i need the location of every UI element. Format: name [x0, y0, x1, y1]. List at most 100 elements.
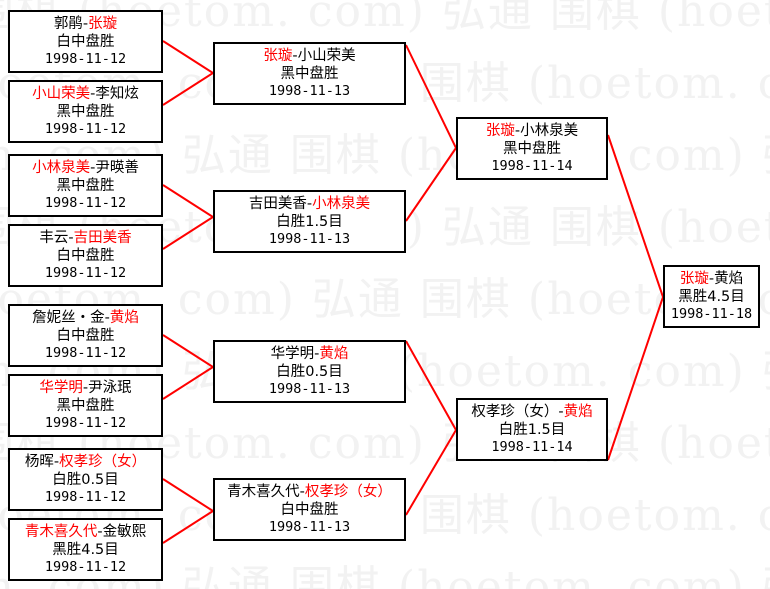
player-separator: -: [82, 15, 89, 32]
player-right: 小林泉美: [520, 122, 579, 139]
match-date: 1998-11-13: [268, 519, 351, 536]
player-separator: -: [306, 195, 313, 212]
match-result: 白胜1.5目: [498, 422, 566, 438]
match-result: 黑胜4.5目: [52, 542, 119, 558]
player-separator: -: [558, 403, 564, 420]
player-separator: -: [82, 379, 89, 396]
connector-semifinal-pair: [607, 134, 665, 461]
match-result: 白中盘胜: [56, 328, 115, 344]
player-left: 张璇: [263, 47, 293, 64]
match-result: 白胜1.5目: [276, 214, 343, 230]
player-left: 杨晖: [24, 453, 54, 470]
match-players: 青木喜久代-金敏熙: [25, 523, 146, 541]
match-players: 青木喜久代-权孝珍（女）: [227, 483, 392, 501]
connector-r1-pair1: [162, 40, 215, 106]
match-players: 小林泉美-尹暎善: [32, 159, 139, 177]
player-left: 詹妮丝・金: [32, 309, 105, 326]
player-right: 权孝珍（女）: [304, 483, 392, 500]
player-left: 小山荣美: [32, 85, 91, 102]
connector-r2-pair1: [405, 44, 458, 222]
match-date: 1998-11-12: [44, 51, 127, 68]
match-players: 詹妮丝・金-黄焰: [32, 309, 139, 327]
match-date: 1998-11-12: [44, 265, 127, 282]
match-date: 1998-11-13: [268, 231, 351, 248]
player-right: 张璇: [88, 15, 118, 32]
match-players: 权孝珍（女）-黄焰: [471, 403, 592, 421]
player-right: 黄焰: [714, 270, 744, 287]
match-players: 丰云-吉田美香: [39, 229, 131, 247]
match-date: 1998-11-14: [491, 439, 573, 456]
player-left: 青木喜久代: [227, 483, 300, 500]
player-left: 华学明: [39, 379, 83, 396]
match-result: 黑中盘胜: [56, 398, 115, 414]
match-result: 黑胜4.5目: [678, 289, 745, 305]
connector-r1-pair2: [162, 184, 215, 250]
player-right: 黄焰: [319, 345, 349, 362]
player-separator: -: [314, 345, 320, 362]
player-right: 黄焰: [109, 309, 139, 326]
player-right: 小山荣美: [297, 47, 356, 64]
match-date: 1998-11-12: [44, 345, 127, 362]
player-right: 李知炫: [95, 85, 139, 102]
match-date: 1998-11-12: [44, 415, 127, 432]
match-date: 1998-11-14: [491, 158, 573, 175]
match-date: 1998-11-13: [268, 381, 351, 398]
player-right: 小林泉美: [312, 195, 371, 212]
match-result: 黑中盘胜: [56, 178, 115, 194]
match-players: 张璇-小山荣美: [263, 47, 355, 65]
match-result: 黑中盘胜: [280, 66, 339, 82]
match-date: 1998-11-12: [44, 195, 127, 212]
player-separator: -: [104, 309, 110, 326]
player-left: 青木喜久代: [24, 523, 98, 540]
connector-r1-pair4: [162, 478, 215, 544]
player-left: 吉田美香: [248, 195, 307, 212]
match-players: 郭鹃-张璇: [54, 15, 117, 33]
match-players: 杨晖-权孝珍（女）: [25, 453, 146, 471]
match-result: 白胜0.5目: [276, 364, 343, 380]
player-separator: -: [97, 523, 103, 540]
match-date: 1998-11-12: [44, 489, 127, 506]
player-separator: -: [90, 85, 96, 102]
match-result: 黑中盘胜: [56, 104, 115, 120]
player-left: 权孝珍（女）: [471, 403, 559, 420]
player-separator: -: [299, 483, 305, 500]
connector-r1-pair3: [162, 334, 215, 400]
player-separator: -: [68, 229, 74, 246]
player-left: 华学明: [270, 345, 315, 362]
match-players: 张璇-小林泉美: [486, 122, 578, 140]
player-separator: -: [514, 122, 521, 139]
match-result: 白中盘胜: [280, 502, 339, 518]
player-right: 权孝珍（女）: [59, 453, 147, 470]
match-date: 1998-11-13: [268, 83, 351, 100]
player-separator: -: [53, 453, 60, 470]
match-result: 白中盘胜: [56, 248, 115, 264]
player-right: 金敏熙: [102, 523, 147, 540]
player-left: 小林泉美: [32, 159, 91, 176]
match-result: 白胜0.5目: [52, 472, 119, 488]
match-players: 张璇-黄焰: [680, 270, 743, 288]
player-separator: -: [292, 47, 298, 64]
match-players: 吉田美香-小林泉美: [249, 195, 370, 213]
match-date: 1998-11-12: [44, 559, 127, 576]
player-left: 张璇: [485, 122, 515, 139]
player-left: 丰云: [39, 229, 69, 246]
player-left: 张璇: [679, 270, 709, 287]
match-players: 小山荣美-李知炫: [32, 85, 139, 103]
player-right: 黄焰: [563, 403, 593, 420]
